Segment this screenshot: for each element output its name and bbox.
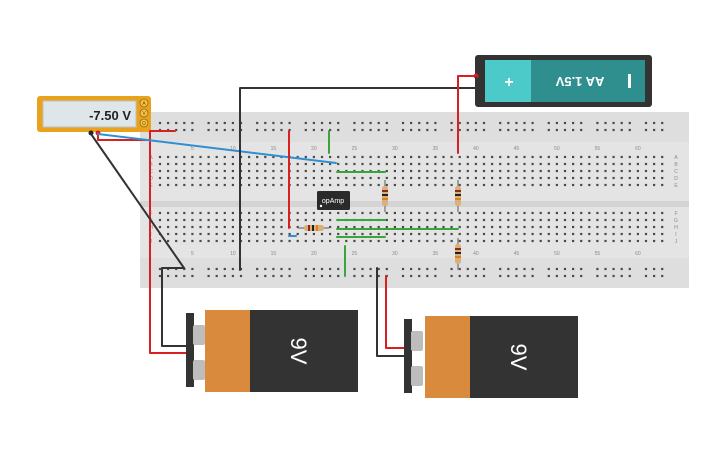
aa-plus-sign: + (504, 74, 513, 91)
row-label-right: A (674, 155, 678, 161)
column-label-bottom: 20 (311, 251, 317, 257)
battery-9v-right[interactable]: 9V (404, 316, 578, 398)
battery-orange-band (425, 316, 472, 398)
column-label-bottom: 40 (473, 251, 479, 257)
aa-battery-label: AA 1.5V (555, 74, 604, 89)
row-label-right: B (674, 162, 678, 168)
breadboard-holes (158, 121, 664, 278)
mode-voltmeter-icon[interactable] (139, 108, 149, 118)
row-label-right: H (674, 225, 678, 231)
breadboard-column-labels: 5 10 15 20 25 30 35 40 45 50 55 60 5 10 15 20 25 30 35 40 45… (191, 146, 641, 257)
battery-terminal-negative[interactable] (411, 366, 423, 386)
battery-terminal-negative[interactable] (193, 360, 205, 380)
column-label-bottom: 30 (392, 251, 398, 257)
mode-ohmmeter-icon[interactable] (139, 118, 149, 128)
column-label-bottom: 60 (635, 251, 641, 257)
column-label-top: 10 (230, 146, 236, 152)
mode-ohmmeter-label: Ω (142, 121, 146, 127)
row-label-left: B (149, 162, 153, 168)
mode-voltmeter-label: V (142, 111, 146, 117)
opamp-chip[interactable]: opAmp (317, 191, 350, 210)
column-label-top: 25 (352, 146, 358, 152)
wire-red-aa-positive[interactable] (457, 75, 477, 154)
row-label-left: D (149, 176, 153, 182)
wire-blue-meter-probe[interactable] (97, 133, 337, 164)
column-label-bottom: 35 (433, 251, 439, 257)
wire-black-meter-to-ground[interactable] (90, 133, 185, 269)
multimeter[interactable]: -7.50 V A V Ω (37, 96, 151, 136)
row-label-right: G (674, 218, 678, 224)
column-label-top: 20 (311, 146, 317, 152)
row-label-right: E (674, 183, 678, 189)
column-label-bottom: 15 (271, 251, 277, 257)
column-label-top: 55 (595, 146, 601, 152)
resistor-vertical-2[interactable] (455, 180, 461, 212)
row-label-right: C (674, 169, 678, 175)
column-label-top: 50 (554, 146, 560, 152)
column-label-top: 30 (392, 146, 398, 152)
wire-black-right-battery[interactable] (376, 267, 406, 357)
center-channel (140, 201, 689, 207)
mode-ammeter-label: A (142, 101, 146, 107)
battery-clip (404, 319, 412, 393)
opamp-pin1-dot (319, 204, 323, 208)
aa-battery-cap (485, 60, 531, 102)
wires[interactable] (90, 75, 477, 357)
row-label-right: J (675, 239, 678, 245)
battery-terminal-positive[interactable] (193, 325, 205, 345)
battery-label: 9V (506, 344, 531, 371)
battery-terminal-positive[interactable] (411, 331, 423, 351)
opamp-body (317, 191, 350, 210)
column-label-bottom: 5 (191, 251, 194, 257)
wire-black-aa-negative[interactable] (239, 75, 477, 271)
mode-ammeter-icon[interactable] (139, 98, 149, 108)
row-label-left: H (149, 225, 153, 231)
multimeter-reading: -7.50 V (89, 108, 131, 123)
resistor-vertical-3[interactable] (455, 238, 461, 270)
battery-body (470, 316, 578, 398)
aa-minus-sign (628, 74, 631, 88)
row-label-right: D (674, 176, 678, 182)
column-label-bottom: 10 (230, 251, 236, 257)
battery-9v-left[interactable]: 9V (186, 310, 358, 392)
battery-clip (186, 313, 194, 387)
column-label-bottom: 55 (595, 251, 601, 257)
column-label-top: 40 (473, 146, 479, 152)
row-label-left: A (149, 155, 153, 161)
multimeter-display (42, 100, 137, 128)
column-label-top: 35 (433, 146, 439, 152)
wire-red-left-rail[interactable] (149, 130, 176, 141)
bottom-power-rail (140, 258, 689, 288)
row-label-right: F (674, 211, 677, 217)
row-label-left: E (149, 183, 153, 189)
column-label-bottom: 50 (554, 251, 560, 257)
row-label-left: C (149, 169, 153, 175)
column-label-bottom: 45 (514, 251, 520, 257)
aa-battery[interactable]: + AA 1.5V (473, 55, 653, 107)
battery-orange-band (205, 310, 252, 392)
column-label-top: 60 (635, 146, 641, 152)
row-label-left: J (150, 239, 153, 245)
column-label-top: 45 (514, 146, 520, 152)
resistor-vertical-1[interactable] (382, 180, 388, 212)
column-label-bottom: 25 (352, 251, 358, 257)
wire-black-left-battery[interactable] (161, 267, 189, 347)
resistor-horizontal[interactable] (298, 225, 329, 231)
top-power-rail (140, 112, 689, 142)
battery-body (250, 310, 358, 392)
column-label-top: 15 (271, 146, 277, 152)
wire-red-right-battery[interactable] (385, 275, 406, 349)
column-label-top: 5 (191, 146, 194, 152)
battery-label: 9V (286, 338, 311, 365)
opamp-label: opAmp (322, 198, 344, 205)
row-label-right: I (675, 232, 676, 238)
